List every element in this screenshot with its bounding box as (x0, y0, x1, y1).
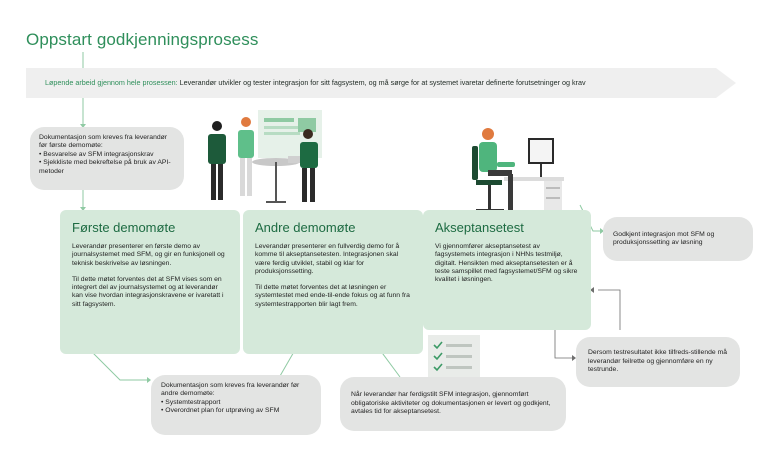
second-meeting-p2: Til dette møtet forventes det at løsning… (255, 284, 410, 308)
person-at-computer-illustration (472, 128, 564, 215)
first-meeting-p2: Til dette møtet forventes det at SFM vis… (72, 275, 224, 308)
process-banner-arrow (26, 68, 736, 98)
doc-first-meeting: Dokumentasjon som kreves fra leverandør … (30, 127, 184, 190)
second-meeting-box: Andre demomøte Leverandør presenterer en… (243, 210, 423, 354)
doc-second-item: Overordnet plan for utprøving av SFM (161, 407, 311, 415)
ready-for-test-text: Når leverandør har ferdigstilt SFM integ… (351, 391, 551, 416)
banner-lead: Løpende arbeid gjennom hele prosessen: (45, 78, 178, 87)
meeting-people-illustration (208, 110, 322, 203)
second-meeting-heading: Andre demomøte (255, 220, 356, 235)
acceptance-heading: Akseptansetest (435, 220, 524, 235)
acceptance-test-box: Akseptansetest Vi gjennomfører akseptans… (423, 210, 591, 330)
retest-text: Dersom testresultatet ikke tilfreds-stil… (588, 349, 728, 374)
doc-second-item: Systemtestrapport (161, 399, 311, 407)
doc-second-intro: Dokumentasjon som kreves fra leverandør … (161, 382, 300, 398)
banner-text: Løpende arbeid gjennom hele prosessen: L… (45, 78, 586, 87)
acceptance-p1: Vi gjennomfører akseptansetest av fagsys… (435, 243, 578, 284)
second-meeting-p1: Leverandør presenterer en fullverdig dem… (255, 243, 400, 275)
doc-second-meeting: Dokumentasjon som kreves fra leverandør … (151, 375, 321, 435)
doc-first-item: Besvarelse av SFM integrasjonskrav (39, 151, 175, 159)
page-title: Oppstart godkjenningsprosess (26, 30, 259, 49)
first-meeting-box: Første demomøte Leverandør presenterer e… (60, 210, 240, 354)
approved-text: Godkjent integrasjon mot SFM og produksj… (613, 230, 715, 246)
first-meeting-p1: Leverandør presenterer en første demo av… (72, 243, 225, 267)
doc-first-item: Sjekkliste med bekreftelse på bruk av AP… (39, 159, 175, 176)
approved-note: Godkjent integrasjon mot SFM og produksj… (603, 217, 753, 261)
doc-first-intro: Dokumentasjon som kreves fra leverandør … (39, 134, 168, 150)
retest-note: Dersom testresultatet ikke tilfreds-stil… (576, 337, 740, 387)
banner-body: Leverandør utvikler og tester integrasjo… (177, 78, 586, 87)
first-meeting-heading: Første demomøte (72, 220, 176, 235)
checklist-icon (428, 335, 480, 377)
ready-for-test-note: Når leverandør har ferdigstilt SFM integ… (340, 377, 566, 431)
